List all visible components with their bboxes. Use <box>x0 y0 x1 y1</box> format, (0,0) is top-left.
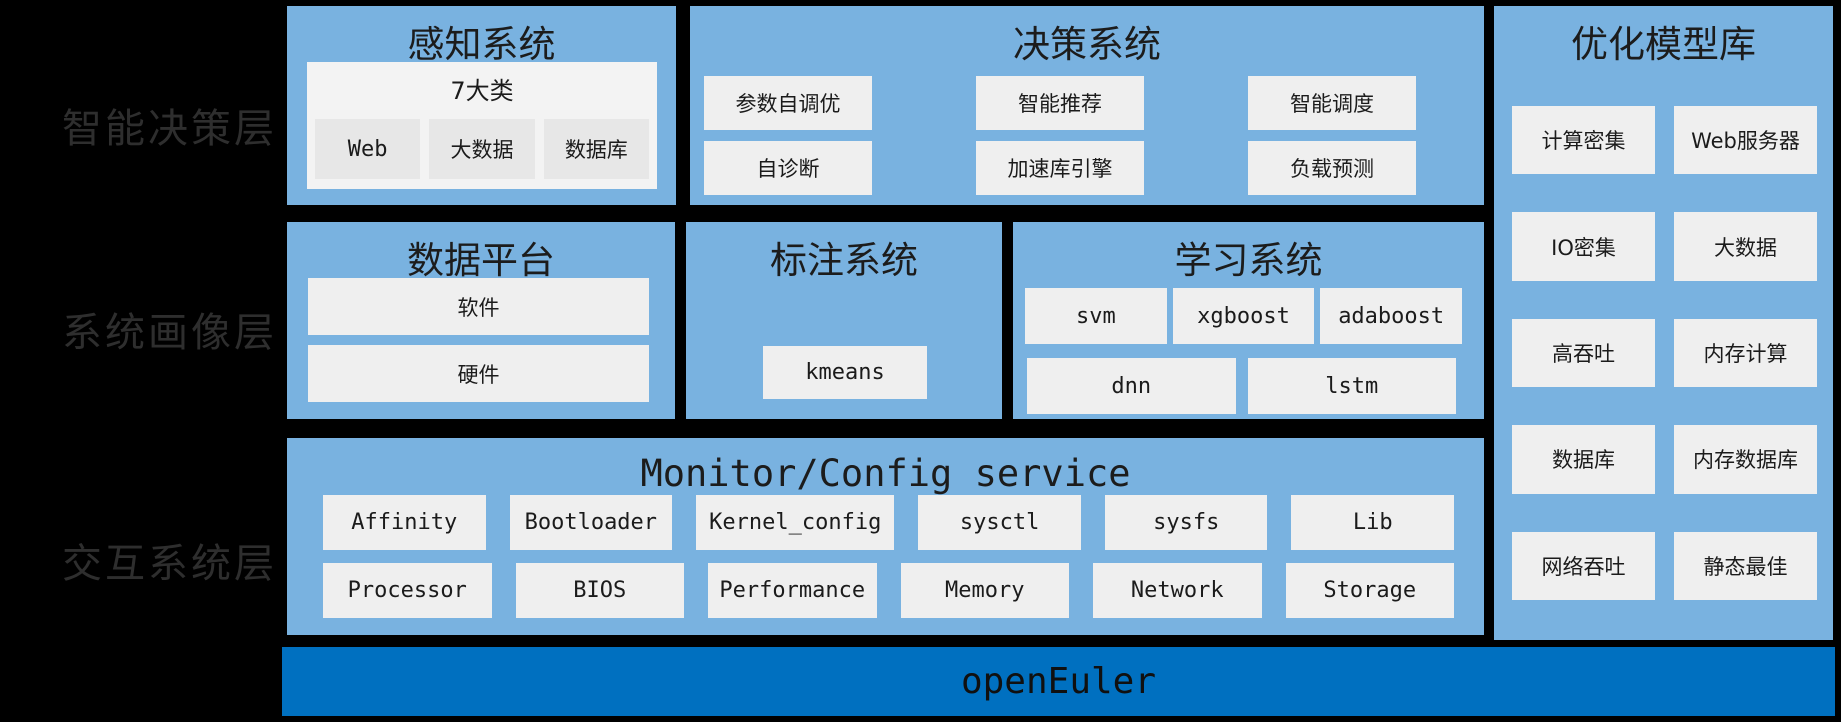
model-library-chip-grid: 计算密集 Web服务器 IO密集大数据高吞吐内存计算数据库内存数据库网络吞吐静态最佳 <box>1512 106 1817 600</box>
chip-lstm: lstm <box>1247 358 1456 414</box>
chip: 加速库引擎 <box>976 141 1144 195</box>
section-annotation-system: 标注系统 kmeans <box>686 222 1002 419</box>
section-title: 决策系统 <box>1013 23 1161 66</box>
chip-lib: Lib <box>1291 495 1455 550</box>
chip-adaboost: adaboost <box>1320 288 1463 344</box>
seven-categories-label: 7大类 <box>450 76 514 105</box>
chip-dnn: dnn <box>1027 358 1236 414</box>
monitor-chip-row-2: Processor BIOS Performance Memory Network Sto… <box>323 563 1454 618</box>
section-decision-system: 决策系统 参数自调优 智能推荐 智能调度自诊断 加速库引擎 负载预测 <box>690 6 1484 205</box>
chip: 参数自调优 <box>704 76 872 130</box>
chip: 数据库 <box>1512 425 1655 494</box>
decision-chip-grid: 参数自调优 智能推荐 智能调度自诊断 加速库引擎 负载预测 <box>704 76 1416 195</box>
chip-bios: BIOS <box>515 563 684 618</box>
layer-label-intelligent-decision: 智能决策层 <box>62 106 277 152</box>
chip-performance: Performance <box>708 563 877 618</box>
chip-sysctl: sysctl <box>918 495 1081 550</box>
chip: 高吞吐 <box>1512 318 1655 388</box>
chip: 大数据 <box>429 119 535 179</box>
openeuler-label: openEuler <box>960 661 1157 702</box>
chip-network: Network <box>1093 563 1262 618</box>
monitor-chip-row-1: Affinity Bootloader Kernel_config sysctl sys… <box>323 495 1455 550</box>
section-title: Monitor/Config service <box>640 451 1131 495</box>
chip: 数据库 <box>543 119 649 179</box>
chip-memory: Memory <box>900 563 1069 618</box>
annotation-chip-row: kmeans <box>763 346 927 399</box>
section-data-platform: 数据平台 软件硬件 <box>287 222 675 419</box>
chip-kmeans: kmeans <box>763 346 927 399</box>
chip-kernel-config: Kernel_config <box>696 495 895 550</box>
section-title: 数据平台 <box>407 239 555 282</box>
chip-processor: Processor <box>323 563 492 618</box>
section-optimization-model-library: 优化模型库 计算密集 Web服务器 IO密集大数据高吞吐内存计算数据库内存数据库网络… <box>1494 6 1833 640</box>
chip-web: Web <box>315 119 421 179</box>
section-title: 标注系统 <box>770 239 918 282</box>
layer-label-interaction-system: 交互系统层 <box>62 541 277 587</box>
section-title: 优化模型库 <box>1571 23 1756 66</box>
section-title: 感知系统 <box>407 23 556 66</box>
chip: 大数据 <box>1674 212 1817 281</box>
chip: Web服务器 <box>1674 106 1817 175</box>
chip: 计算密集 <box>1512 106 1655 175</box>
chip: 软件 <box>308 278 649 335</box>
layer-label-system-profile: 系统画像层 <box>62 310 277 356</box>
chip: 负载预测 <box>1248 141 1416 195</box>
section-title: 学习系统 <box>1174 239 1323 282</box>
chip: 网络吞吐 <box>1512 531 1655 600</box>
data-platform-bars: 软件硬件 <box>308 278 649 402</box>
chip: IO密集 <box>1512 212 1655 281</box>
openeuler-base-bar: openEuler <box>282 647 1835 716</box>
chip: 智能调度 <box>1248 76 1416 130</box>
chip: 静态最佳 <box>1674 531 1817 600</box>
chip-svm: svm <box>1025 288 1167 344</box>
chip: 内存计算 <box>1674 318 1817 388</box>
chip: 内存数据库 <box>1674 425 1817 494</box>
chip-xgboost: xgboost <box>1172 288 1315 344</box>
chip: 智能推荐 <box>976 76 1144 130</box>
section-monitor-config-service: Monitor/Config service Affinity Bootloade… <box>287 438 1484 635</box>
chip-storage: Storage <box>1285 563 1454 618</box>
chip: 硬件 <box>308 345 649 402</box>
chip-sysfs: sysfs <box>1104 495 1268 550</box>
chip-affinity: Affinity <box>323 495 486 550</box>
chip-bootloader: Bootloader <box>509 495 673 550</box>
chip: 自诊断 <box>704 141 872 195</box>
